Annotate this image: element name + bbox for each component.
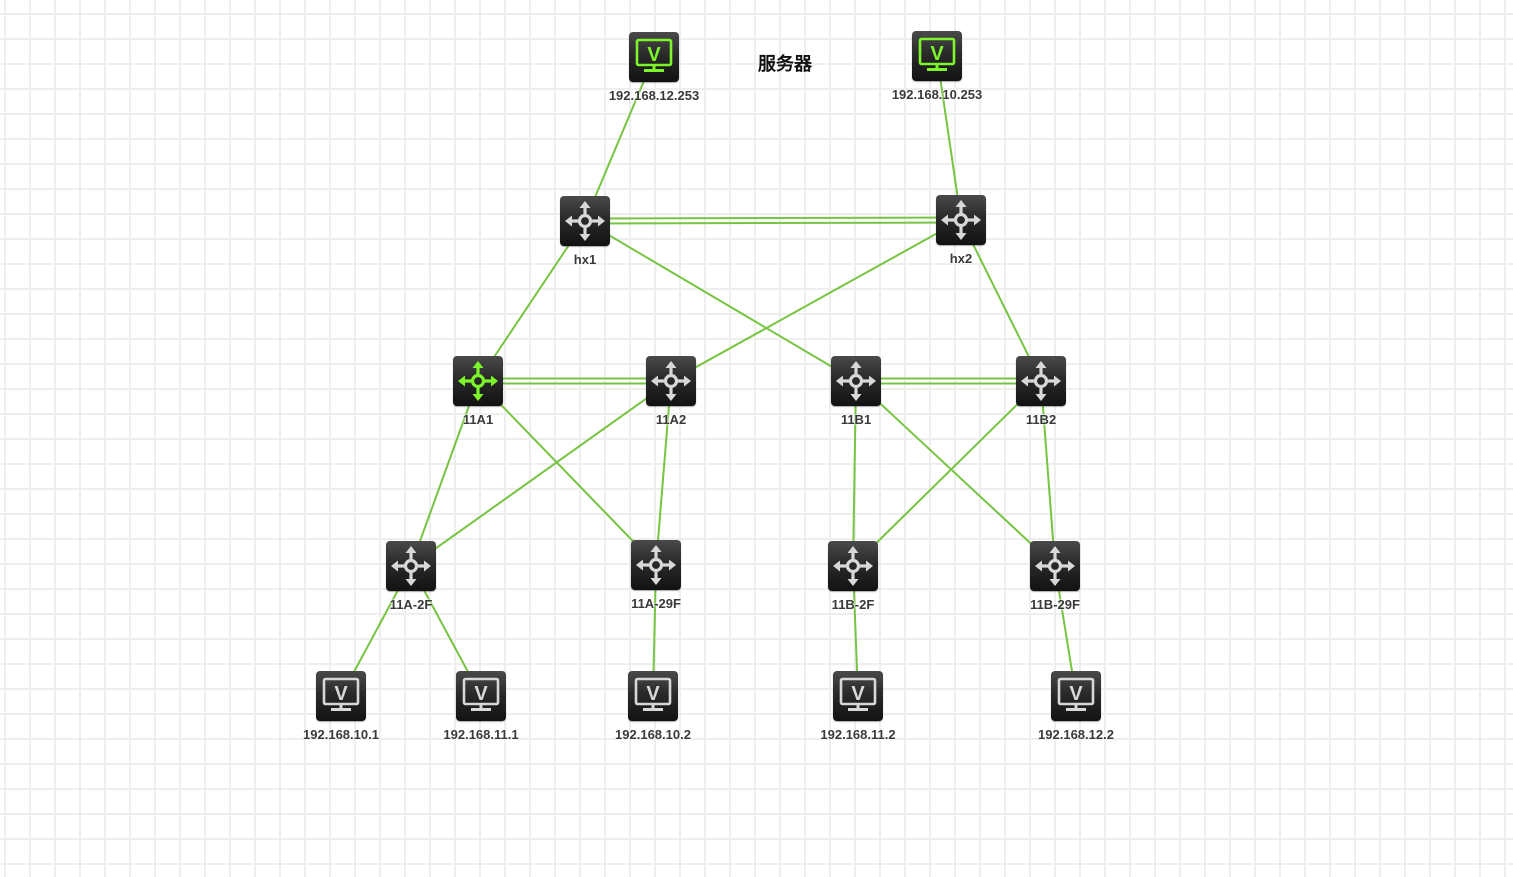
node-pc2[interactable]: V bbox=[456, 671, 506, 721]
node-label: hx1 bbox=[573, 252, 597, 267]
node-a2[interactable] bbox=[646, 356, 696, 406]
link-a2-a29f[interactable] bbox=[655, 380, 672, 566]
link-b1-b29f[interactable] bbox=[855, 380, 1056, 567]
svg-text:V: V bbox=[1069, 683, 1083, 705]
link-line[interactable] bbox=[584, 220, 857, 382]
link-a1-a2[interactable] bbox=[478, 377, 671, 385]
link-b2-b29f[interactable] bbox=[1040, 380, 1056, 567]
node-label: 11A-29F bbox=[631, 596, 681, 611]
node-pc3[interactable]: V bbox=[628, 671, 678, 721]
link-line[interactable] bbox=[584, 56, 655, 222]
svg-text:V: V bbox=[930, 43, 944, 65]
link-srv2-hx2[interactable] bbox=[936, 55, 962, 221]
svg-text:V: V bbox=[647, 44, 661, 66]
node-label: 192.168.12.253 bbox=[608, 88, 700, 103]
node-label: 192.168.10.2 bbox=[615, 727, 691, 742]
link-line[interactable] bbox=[585, 221, 962, 225]
link-line[interactable] bbox=[936, 55, 962, 221]
node-srv2[interactable]: V bbox=[912, 31, 962, 81]
link-line[interactable] bbox=[852, 380, 857, 567]
node-label: 192.168.10.1 bbox=[303, 727, 379, 742]
svg-text:V: V bbox=[851, 683, 865, 705]
node-label: 11A1 bbox=[462, 412, 494, 427]
node-label: 11A-2F bbox=[389, 597, 433, 612]
node-label: 192.168.10.253 bbox=[891, 87, 983, 102]
node-b29f[interactable] bbox=[1030, 541, 1080, 591]
node-label: hx2 bbox=[949, 251, 973, 266]
link-a1-a29f[interactable] bbox=[477, 380, 657, 566]
link-line[interactable] bbox=[1040, 380, 1056, 567]
node-label: 11B2 bbox=[1025, 412, 1057, 427]
node-a1[interactable] bbox=[453, 356, 503, 406]
node-b2[interactable] bbox=[1016, 356, 1066, 406]
node-label: 11B-29F bbox=[1030, 597, 1080, 612]
link-line[interactable] bbox=[855, 380, 1056, 567]
link-b2-b2f[interactable] bbox=[852, 380, 1042, 567]
link-line[interactable] bbox=[670, 219, 962, 382]
node-srv1[interactable]: V bbox=[629, 32, 679, 82]
link-b1-b2[interactable] bbox=[856, 377, 1041, 385]
link-hx1-a1[interactable] bbox=[477, 220, 586, 382]
link-a2-a2f[interactable] bbox=[410, 380, 672, 567]
node-b1[interactable] bbox=[831, 356, 881, 406]
link-line[interactable] bbox=[477, 220, 586, 382]
link-line[interactable] bbox=[852, 380, 1042, 567]
node-label: 192.168.11.1 bbox=[443, 727, 519, 742]
node-pc5[interactable]: V bbox=[1051, 671, 1101, 721]
node-a2f[interactable] bbox=[386, 541, 436, 591]
link-line[interactable] bbox=[410, 380, 672, 567]
node-label: 11B-2F bbox=[831, 597, 875, 612]
diagram-title: 服务器 bbox=[758, 54, 812, 75]
node-a29f[interactable] bbox=[631, 540, 681, 590]
link-a1-a2f[interactable] bbox=[410, 380, 479, 567]
link-line[interactable] bbox=[655, 380, 672, 566]
link-hx2-b2[interactable] bbox=[960, 219, 1042, 382]
svg-text:V: V bbox=[646, 683, 660, 705]
node-label: 192.168.11.2 bbox=[820, 727, 896, 742]
link-line[interactable] bbox=[477, 380, 657, 566]
node-label: 11A2 bbox=[655, 412, 687, 427]
link-hx2-a2[interactable] bbox=[670, 219, 962, 382]
node-hx1[interactable] bbox=[560, 196, 610, 246]
node-label: 192.168.12.2 bbox=[1038, 727, 1114, 742]
link-b1-b2f[interactable] bbox=[852, 380, 857, 567]
link-srv1-hx1[interactable] bbox=[584, 56, 655, 222]
link-hx1-b1[interactable] bbox=[584, 220, 857, 382]
node-hx2[interactable] bbox=[936, 195, 986, 245]
svg-text:V: V bbox=[334, 683, 348, 705]
node-label: 11B1 bbox=[840, 412, 872, 427]
link-hx1-hx2[interactable] bbox=[584, 216, 962, 225]
link-line[interactable] bbox=[960, 219, 1042, 382]
link-line[interactable] bbox=[584, 216, 961, 220]
node-pc4[interactable]: V bbox=[833, 671, 883, 721]
node-pc1[interactable]: V bbox=[316, 671, 366, 721]
svg-text:V: V bbox=[474, 683, 488, 705]
node-b2f[interactable] bbox=[828, 541, 878, 591]
link-line[interactable] bbox=[410, 380, 479, 567]
